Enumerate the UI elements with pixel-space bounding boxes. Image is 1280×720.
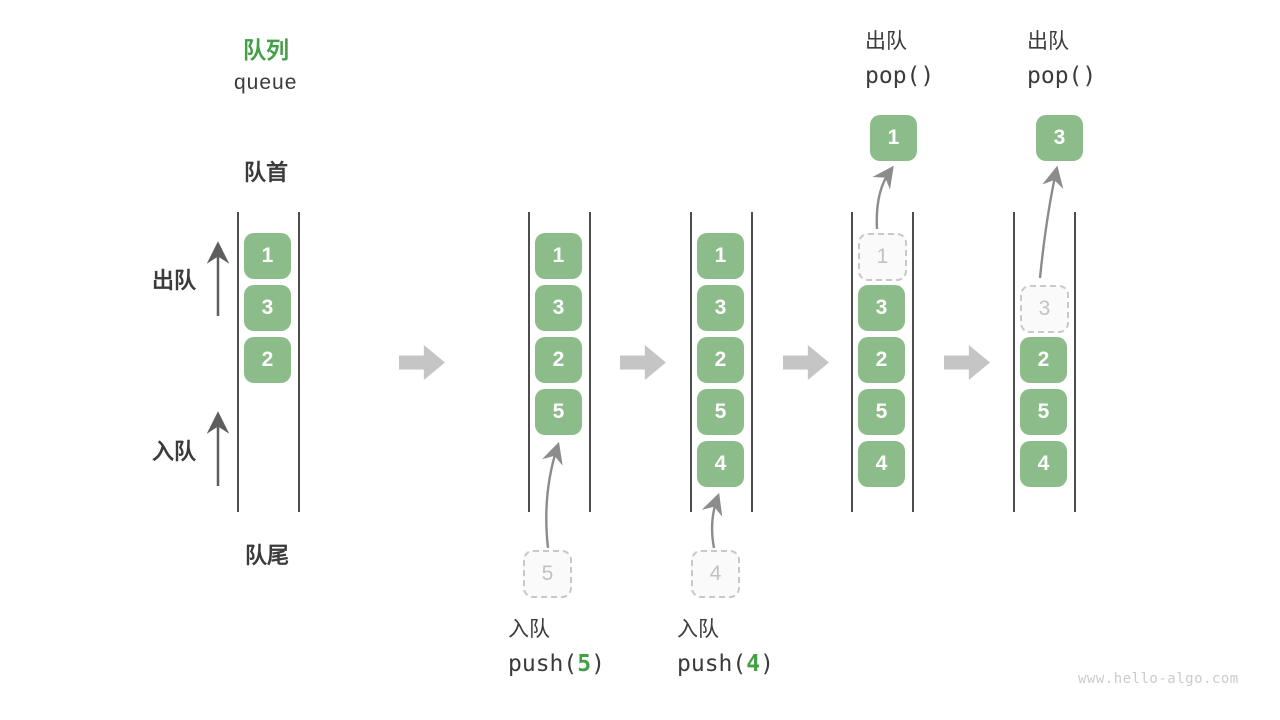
queue-channel-line: [589, 212, 591, 512]
queue-cell: 4: [1020, 441, 1067, 487]
step-arrow-icon: [783, 345, 829, 380]
dequeue-side-label: 出队: [152, 268, 197, 293]
queue-channel-line: [912, 212, 914, 512]
queue-channel-line: [690, 212, 692, 512]
queue-cell: 2: [697, 337, 744, 383]
queue-cell: 2: [858, 337, 905, 383]
queue-cell: 2: [244, 337, 291, 383]
queue-cell: 4: [697, 441, 744, 487]
queue-cell-dashed: 1: [858, 233, 907, 281]
watermark: www.hello-algo.com: [1078, 671, 1239, 687]
step-arrow-icon: [620, 345, 666, 380]
queue-cell: 3: [697, 285, 744, 331]
queue-cell: 3: [858, 285, 905, 331]
dequeue-op-label: 出队 pop(): [1027, 31, 1096, 88]
step-arrow-icon: [399, 345, 445, 380]
op-code-label: pop(): [865, 63, 935, 89]
op-code-label: pop(): [1027, 63, 1097, 89]
queue-cell: 5: [1020, 389, 1067, 435]
queue-cell: 3: [535, 285, 582, 331]
pending-item-box: 5: [523, 550, 572, 598]
queue-cell: 5: [697, 389, 744, 435]
op-action-label: 入队: [677, 618, 719, 641]
op-action-label: 出队: [1027, 30, 1069, 53]
diagram-title-en: queue: [234, 71, 298, 94]
op-action-label: 出队: [865, 30, 907, 53]
diagram-title-zh: 队列: [243, 37, 289, 63]
queue-rear-label: 队尾: [245, 543, 290, 568]
queue-front-label: 队首: [244, 160, 289, 185]
queue-cell-dashed: 3: [1020, 285, 1069, 333]
queue-channel-line: [237, 212, 239, 512]
pop-3-arrow: [1038, 165, 1064, 279]
queue-channel-line: [298, 212, 300, 512]
queue-cell: 5: [535, 389, 582, 435]
queue-cell: 5: [858, 389, 905, 435]
popped-item-box: 3: [1036, 115, 1083, 161]
op-arg-value: 4: [746, 651, 761, 677]
queue-channel-line: [751, 212, 753, 512]
op-action-label: 入队: [508, 618, 550, 641]
push-5-arrow: [542, 441, 563, 549]
queue-channel-line: [1013, 212, 1015, 512]
step-arrow-icon: [944, 345, 990, 380]
enqueue-op-label: 入队 push(5): [508, 619, 605, 676]
queue-channel-line: [1074, 212, 1076, 512]
pop-1-arrow: [872, 165, 894, 230]
dequeue-op-label: 出队 pop(): [865, 31, 934, 88]
enqueue-side-label: 入队: [152, 439, 197, 464]
popped-item-box: 1: [870, 115, 917, 161]
op-arg-value: 5: [577, 651, 592, 677]
queue-cell: 1: [535, 233, 582, 279]
enqueue-op-label: 入队 push(4): [677, 619, 774, 676]
queue-cell: 2: [1020, 337, 1067, 383]
pending-item-box: 4: [691, 550, 740, 598]
op-code-label: push(5): [508, 651, 605, 677]
op-code-label: push(4): [677, 651, 774, 677]
queue-channel-line: [528, 212, 530, 512]
queue-cell: 1: [244, 233, 291, 279]
queue-cell: 1: [697, 233, 744, 279]
queue-channel-line: [851, 212, 853, 512]
queue-cell: 4: [858, 441, 905, 487]
queue-cell: 2: [535, 337, 582, 383]
push-4-arrow: [701, 492, 723, 549]
queue-cell: 3: [244, 285, 291, 331]
